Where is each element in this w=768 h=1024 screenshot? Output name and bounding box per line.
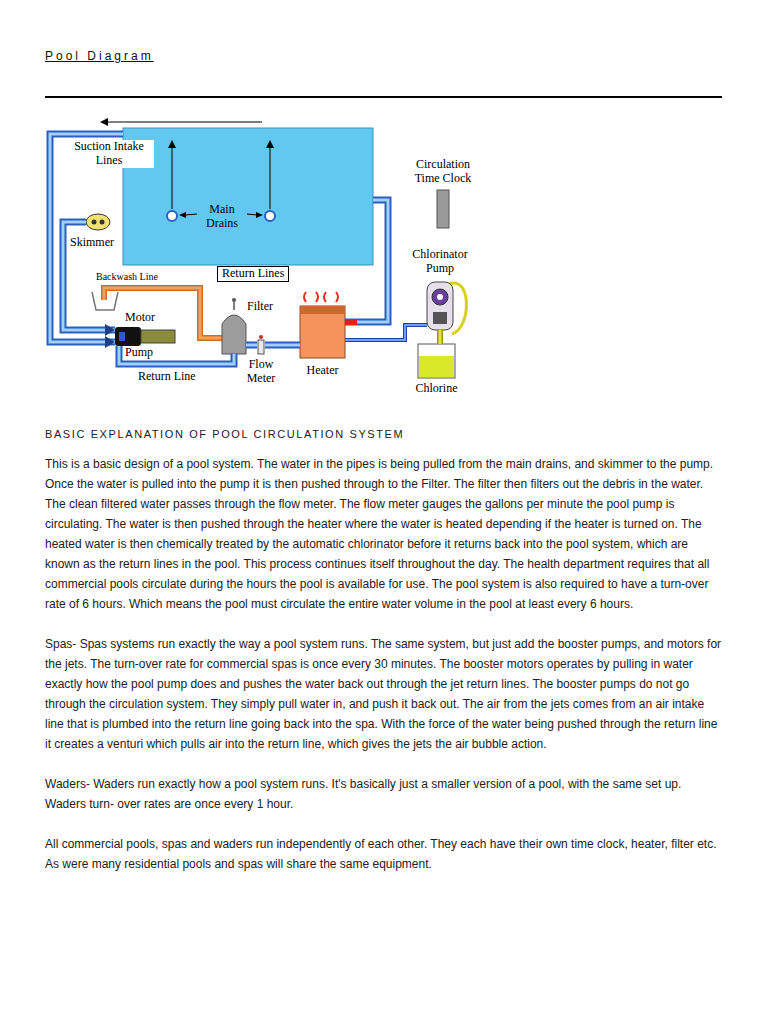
time-clock: Circulation Time Clock xyxy=(437,190,449,228)
flow-arrow xyxy=(266,140,274,148)
skimmer-symbol xyxy=(86,214,110,230)
component-label: Return Lines xyxy=(222,267,284,281)
flow-arrowhead xyxy=(105,336,115,348)
leader-arrow xyxy=(256,212,263,218)
pipe-core xyxy=(119,346,234,364)
section-heading: BASIC EXPLANATION OF POOL CIRCULATION SY… xyxy=(45,428,722,440)
heater-flames xyxy=(304,292,338,302)
chlorine-tank xyxy=(418,344,455,378)
chlorinator-hub xyxy=(437,294,443,300)
body-paragraph: This is a basic design of a pool system.… xyxy=(45,454,722,614)
flow-meter-knob xyxy=(259,335,263,339)
component-label: Motor xyxy=(125,311,155,325)
component-label: Circulation Time Clock xyxy=(412,158,474,186)
pipe-run xyxy=(345,200,388,322)
heater-body xyxy=(300,306,345,358)
body-paragraph: All commercial pools, spas and waders ru… xyxy=(45,834,722,874)
component-label: Skimmer xyxy=(70,236,114,250)
pool-water xyxy=(123,128,373,265)
heater: Heater xyxy=(300,306,345,358)
leader-line xyxy=(247,214,257,215)
filter-valve-knob xyxy=(232,298,236,302)
pipe-label: Return Line xyxy=(138,370,196,384)
filter-valve xyxy=(233,302,235,310)
chlorinator-pump: Chlorinator Pump xyxy=(427,282,453,330)
component-label: Flow Meter xyxy=(237,358,285,386)
pipe-label: Suction Intake Lines xyxy=(64,140,154,168)
time-clock-box xyxy=(437,190,449,228)
body-paragraph: Spas- Spas systems run exactly the way a… xyxy=(45,634,722,754)
pipe-core xyxy=(439,330,442,344)
component-label: Main Drains xyxy=(200,203,244,231)
component-label: Pump xyxy=(125,346,153,360)
flow-arrow xyxy=(100,118,108,126)
chlorinator-base xyxy=(433,312,447,324)
flow-meter: Flow Meter xyxy=(257,336,265,354)
skimmer-port xyxy=(100,220,105,225)
chlorine-liquid xyxy=(419,356,454,377)
title-rule xyxy=(45,96,722,98)
pipe-core xyxy=(345,200,388,322)
pipe-label: Backwash Line xyxy=(96,271,158,283)
page-title: Pool Diagram xyxy=(45,49,154,63)
heater-top xyxy=(300,306,345,314)
chlorinator-head xyxy=(432,289,448,305)
pump-band xyxy=(119,332,125,341)
component-label: Chlorinator Pump xyxy=(407,248,473,276)
pipe-run xyxy=(265,345,300,346)
pump-head xyxy=(115,327,141,346)
pool-basin: Main Drains xyxy=(123,128,373,265)
pipe-run xyxy=(440,330,441,344)
return-pipe xyxy=(345,200,388,322)
pipe-run xyxy=(119,346,234,364)
heater-outlet xyxy=(345,319,357,325)
flow-arrowhead xyxy=(105,324,115,336)
pipe xyxy=(246,342,257,349)
pump-motor: MotorPump xyxy=(115,326,175,346)
pipe-core xyxy=(265,344,300,347)
chlorine-feed-tube xyxy=(345,325,427,340)
flow-line xyxy=(172,147,173,209)
chlorinator-body xyxy=(427,282,453,330)
leader-line xyxy=(185,214,197,215)
filter-tank xyxy=(222,315,246,354)
return-lines-box: Return Lines xyxy=(217,266,289,282)
skimmer-port xyxy=(92,220,97,225)
body-paragraph: Waders- Waders run exactly how a pool sy… xyxy=(45,774,722,814)
pipe xyxy=(265,342,300,349)
flow-arrow xyxy=(168,140,176,148)
chlorine-tube xyxy=(437,330,443,344)
skimmer: Skimmer xyxy=(86,214,110,230)
pipe-run xyxy=(345,325,427,340)
chlorine-tank: Chlorine xyxy=(418,344,455,378)
filter: Filter xyxy=(222,312,246,354)
flow-line xyxy=(270,147,271,209)
pipe-core xyxy=(345,325,427,340)
component-label: Chlorine xyxy=(406,382,467,396)
text-column: BASIC EXPLANATION OF POOL CIRCULATION SY… xyxy=(45,428,722,894)
pipe-run xyxy=(246,345,257,346)
main-drain xyxy=(167,211,177,221)
component-label: Heater xyxy=(295,364,350,378)
leader-arrow xyxy=(179,212,186,218)
main-drain xyxy=(265,211,275,221)
component-label: Filter xyxy=(247,300,273,314)
motor-body xyxy=(141,330,175,343)
flow-line xyxy=(107,122,262,123)
pipe-core xyxy=(246,344,257,347)
flow-meter-body xyxy=(258,340,264,354)
return-pipe xyxy=(119,346,234,364)
